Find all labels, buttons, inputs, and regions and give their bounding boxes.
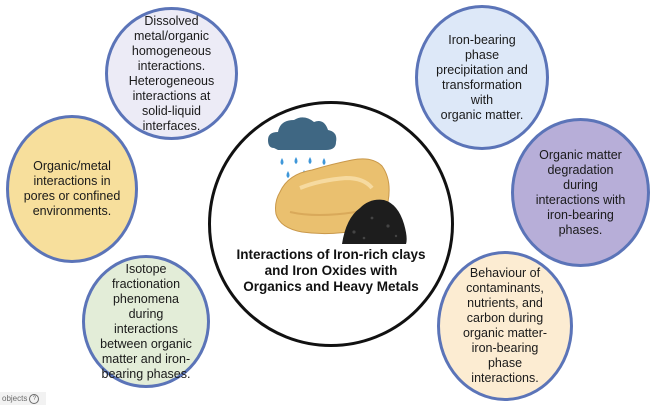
- bubble-line: Isotope: [125, 261, 167, 276]
- bubble-line: phenomena: [112, 291, 179, 306]
- bubble-line: phases.: [558, 222, 603, 237]
- bubble-line: homogeneous: [131, 43, 212, 58]
- bubble-line: nutrients, and: [467, 296, 543, 310]
- bubble-line: degradation: [547, 162, 614, 177]
- bubble-line: during: [128, 306, 164, 321]
- bubble-line: carbon during: [466, 311, 544, 325]
- bubble-line: organic matter-: [462, 326, 548, 340]
- bubble-line: bearing phases.: [101, 366, 191, 381]
- bubble-line: environments.: [32, 204, 112, 218]
- bubble-line: interactions.: [137, 58, 206, 73]
- bubble-line: pores or confined: [23, 189, 121, 203]
- bubble-line: interactions: [114, 321, 178, 336]
- bubble-line: fractionation: [111, 276, 181, 291]
- bubble-organic-degradation: Organic matter degradation during intera…: [511, 118, 650, 267]
- objects-footer-button[interactable]: objects?: [0, 392, 46, 405]
- bubble-line: Iron-bearing phase: [448, 32, 516, 62]
- objects-label: objects: [2, 394, 28, 403]
- bubble-contaminant-behaviour: Behaviour of contaminants, nutrients, an…: [437, 251, 573, 401]
- bubble-line: Organic/metal: [33, 159, 111, 173]
- bubble-line: precipitation and: [436, 62, 528, 77]
- central-illustration: [268, 117, 407, 244]
- bubble-line: between organic: [100, 336, 192, 351]
- center-title: Interactions of Iron-rich clays and Iron…: [214, 247, 448, 295]
- soil-pile-icon: [342, 199, 407, 244]
- bubble-line: interfaces.: [142, 118, 201, 133]
- bubble-homogeneous-interactions: Dissolved metal/organic homogeneous inte…: [105, 7, 238, 140]
- rain-cloud-icon: [268, 117, 337, 178]
- bubble-line: Dissolved: [144, 13, 199, 28]
- bubble-line: Behaviour of: [469, 266, 541, 280]
- center-title-line: and Iron Oxides with: [264, 263, 398, 278]
- bubble-line: metal/organic: [133, 28, 210, 43]
- bubble-line: transformation with: [442, 77, 522, 107]
- bubble-confined-environments: Organic/metal interactions in pores or c…: [6, 115, 138, 263]
- center-title-line: Organics and Heavy Metals: [243, 279, 419, 294]
- bubble-line: iron-bearing: [471, 341, 539, 355]
- bubble-line: interactions in: [33, 174, 111, 188]
- bubble-line: matter and iron-: [101, 351, 191, 366]
- bubble-line: Organic matter: [539, 147, 622, 162]
- bubble-line: phase: [487, 356, 523, 370]
- help-icon[interactable]: ?: [29, 393, 40, 404]
- bubble-line: organic matter.: [440, 107, 524, 122]
- bubble-isotope-fractionation: Isotope fractionation phenomena during i…: [82, 255, 210, 388]
- bubble-phase-precipitation: Iron-bearing phase precipitation and tra…: [415, 5, 549, 150]
- center-title-line: Interactions of Iron-rich clays: [236, 247, 426, 262]
- bubble-line: interactions at: [132, 88, 211, 103]
- bubble-line: solid-liquid: [141, 103, 202, 118]
- bubble-line: interactions.: [471, 371, 539, 385]
- bubble-line: interactions with: [535, 192, 626, 207]
- bubble-line: Heterogeneous: [128, 73, 215, 88]
- bubble-line: iron-bearing: [547, 207, 614, 222]
- bubble-line: during: [563, 177, 598, 192]
- bubble-line: contaminants,: [466, 281, 544, 295]
